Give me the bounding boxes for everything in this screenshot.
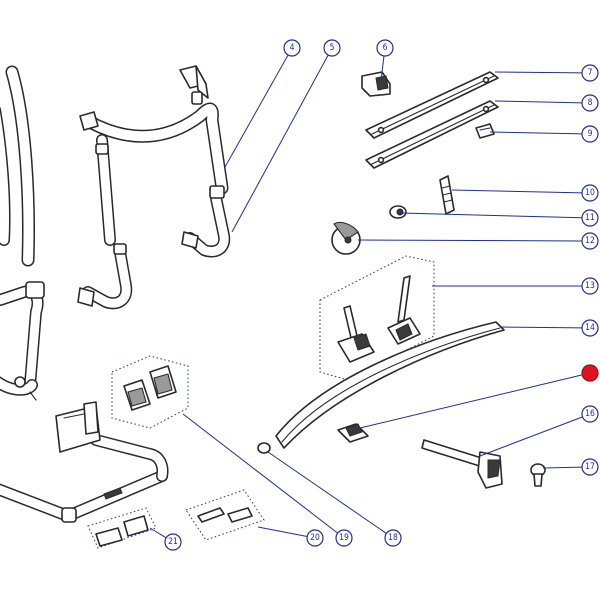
callout-circle-9 [581,125,599,143]
handle-frame-part [79,65,229,246]
leader-line-9 [489,131,583,135]
clip-part-6 [361,71,391,97]
callout-17: 17 [581,458,599,476]
wheel-holders-part-13 [319,255,435,381]
leader-line-6 [380,55,385,81]
leader-line-17 [542,466,583,469]
leader-line-4 [224,54,289,168]
leader-line-15 [359,374,583,429]
callout-15: 15 [581,364,599,382]
leader-line-14 [499,326,583,329]
callout-markers: 4 5 6 7 8 9 10 11 12 13 14 15 16 17 18 19 20 21 [164,39,599,551]
callout-8: 8 [581,94,599,112]
callout-circle-11 [581,209,599,227]
leader-line-18 [267,451,387,534]
callout-6: 6 [376,39,394,57]
callout-number-16: 16 [585,409,595,419]
callout-number-19: 19 [339,533,349,543]
leader-lines [149,54,583,539]
callout-circle-13 [581,277,599,295]
brackets-part-21 [87,507,157,549]
callout-number-18: 18 [388,533,398,543]
callout-circle-17 [581,458,599,476]
reflector-part-12 [331,221,361,255]
callout-circle-18 [384,529,402,547]
callout-21: 21 [164,533,182,551]
callout-circle-4 [283,39,301,57]
callout-circle-15 [581,364,599,382]
callout-circle-6 [376,39,394,57]
callout-number-9: 9 [588,129,593,139]
callout-4: 4 [283,39,301,57]
main-frame-part [0,65,169,523]
leader-line-12 [357,239,583,242]
rail-part-7 [365,71,499,139]
callout-number-20: 20 [310,533,320,543]
leader-line-19 [182,413,338,534]
pedals-part-19 [111,355,189,429]
callout-circle-20 [306,529,324,547]
leader-line-16 [479,416,583,457]
callout-number-13: 13 [585,281,595,291]
callout-number-10: 10 [585,188,595,198]
clip-part-9 [475,123,495,139]
callout-circle-19 [335,529,353,547]
callout-20: 20 [306,529,324,547]
knob-part-17 [530,463,546,487]
callout-circle-16 [581,405,599,423]
callout-number-21: 21 [168,537,178,547]
callout-circle-10 [581,184,599,202]
leader-line-11 [399,212,583,219]
callout-10: 10 [581,184,599,202]
callout-13: 13 [581,277,599,295]
ring-part-18 [257,442,271,454]
callout-number-7: 7 [588,68,593,78]
lower-support-part [77,185,231,310]
callout-16: 16 [581,405,599,423]
wheel-rail-part-14 [275,321,505,449]
rail-clamp-part-15 [337,423,369,443]
callout-circle-12 [581,232,599,250]
callout-18: 18 [384,529,402,547]
callout-number-12: 12 [585,236,595,246]
leader-line-20 [257,526,308,537]
callout-number-6: 6 [383,43,388,53]
leader-line-21 [149,527,167,539]
callout-number-8: 8 [588,98,593,108]
callout-number-11: 11 [585,213,595,223]
callout-12: 12 [581,232,599,250]
callout-9: 9 [581,125,599,143]
callout-14: 14 [581,319,599,337]
end-caps-part-20 [185,489,265,541]
rail-part-8 [365,100,499,169]
callout-number-17: 17 [585,462,595,472]
leader-line-7 [494,71,583,74]
callout-circle-8 [581,94,599,112]
callout-5: 5 [323,39,341,57]
callout-number-5: 5 [330,43,335,53]
callout-number-15: 15 [585,368,595,378]
leader-line-5 [231,54,329,233]
callout-circle-21 [164,533,182,551]
leader-line-8 [494,100,583,104]
strap-part-10 [439,175,455,215]
callout-19: 19 [335,529,353,547]
callout-7: 7 [581,64,599,82]
callout-circle-7 [581,64,599,82]
callout-number-4: 4 [290,43,295,53]
callout-circle-14 [581,319,599,337]
leader-line-10 [451,189,583,194]
callout-circle-5 [323,39,341,57]
callout-11: 11 [581,209,599,227]
callout-number-14: 14 [585,323,595,333]
clamp-part-11 [389,205,407,219]
strap-arm-part-16 [421,439,503,489]
